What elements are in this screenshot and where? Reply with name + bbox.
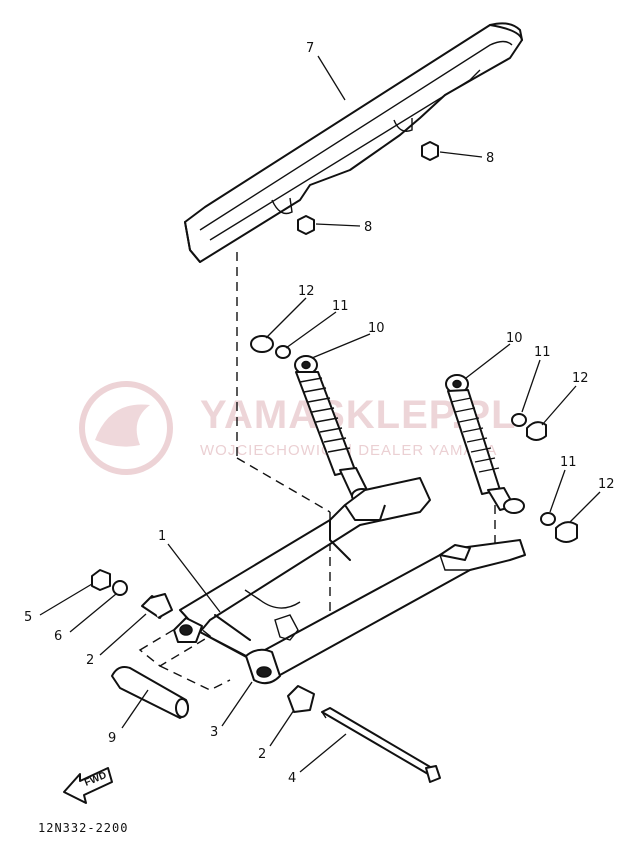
callout-6: 6: [54, 629, 62, 644]
callout-12: 12: [572, 371, 589, 386]
callout-12: 12: [598, 477, 615, 492]
callout-8: 8: [486, 151, 494, 166]
watermark-logo-ring: [79, 381, 173, 475]
drawing-code: 12N332-2200: [38, 821, 128, 835]
callout-11: 11: [534, 345, 551, 360]
right-shock-absorber: [445, 374, 578, 543]
callout-11: 11: [332, 299, 349, 314]
nut-washer-part: [91, 569, 128, 596]
pivot-boss-part: [245, 648, 281, 685]
callout-labels: 7 8 8 12 11 10 10 11 12 11 12 1 5 6 2 9 …: [24, 41, 615, 786]
callout-12: 12: [298, 284, 315, 299]
callout-2: 2: [258, 747, 266, 762]
bushing-part: [141, 593, 315, 713]
callout-7: 7: [306, 41, 314, 56]
nut-part: [297, 141, 439, 235]
callout-11: 11: [560, 455, 577, 470]
callout-10: 10: [368, 321, 385, 336]
callout-9: 9: [108, 731, 116, 746]
leader-lines: [39, 55, 601, 773]
callout-3: 3: [210, 725, 218, 740]
callout-5: 5: [24, 610, 32, 625]
fwd-arrow-icon: FWD: [63, 767, 113, 804]
watermark-logo-mark: [95, 404, 150, 447]
swing-arm-part: [179, 477, 526, 676]
callout-1: 1: [158, 529, 166, 544]
callout-10: 10: [506, 331, 523, 346]
callout-8: 8: [364, 220, 372, 235]
chain-case-part: [184, 22, 523, 263]
collar-part: [111, 666, 189, 719]
callout-2: 2: [86, 653, 94, 668]
pivot-bolt-part: [321, 707, 441, 783]
callout-4: 4: [288, 771, 296, 786]
